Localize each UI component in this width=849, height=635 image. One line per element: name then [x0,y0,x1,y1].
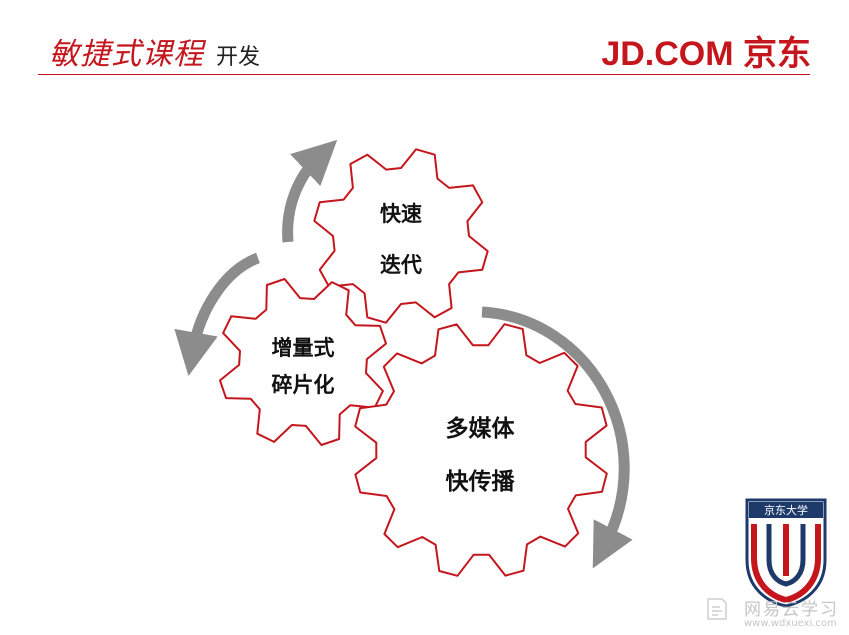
watermark-url: www.wdxuexi.com [744,618,837,629]
title-sub: 开发 [216,45,261,70]
gear-large [354,323,608,577]
header-divider [38,74,810,75]
arrow-left [174,252,261,377]
gear1-label-line1: 快速 [380,202,422,226]
title-main: 敏捷式课程 [49,37,204,72]
watermark-text: 网易云学习 [744,600,839,620]
jd-university-seal: 京东大学 [745,498,827,608]
watermark-icon [707,598,727,620]
gear-small-top [313,148,489,324]
arrow-right [481,306,633,569]
arrow-top [282,139,338,243]
gear3-label-line2: 快传播 [446,469,516,495]
gear2-label-line2: 碎片化 [272,373,335,397]
gear1-label-line2: 迭代 [380,253,422,277]
brand-logo: JD.COM 京东 [601,35,811,73]
gear3-label-line1: 多媒体 [446,415,516,442]
gear2-label-line1: 增量式 [272,336,335,360]
gear-small-left [219,278,387,446]
seal-text: 京东大学 [764,503,808,517]
slide-title: 敏捷式课程开发 [49,29,260,73]
